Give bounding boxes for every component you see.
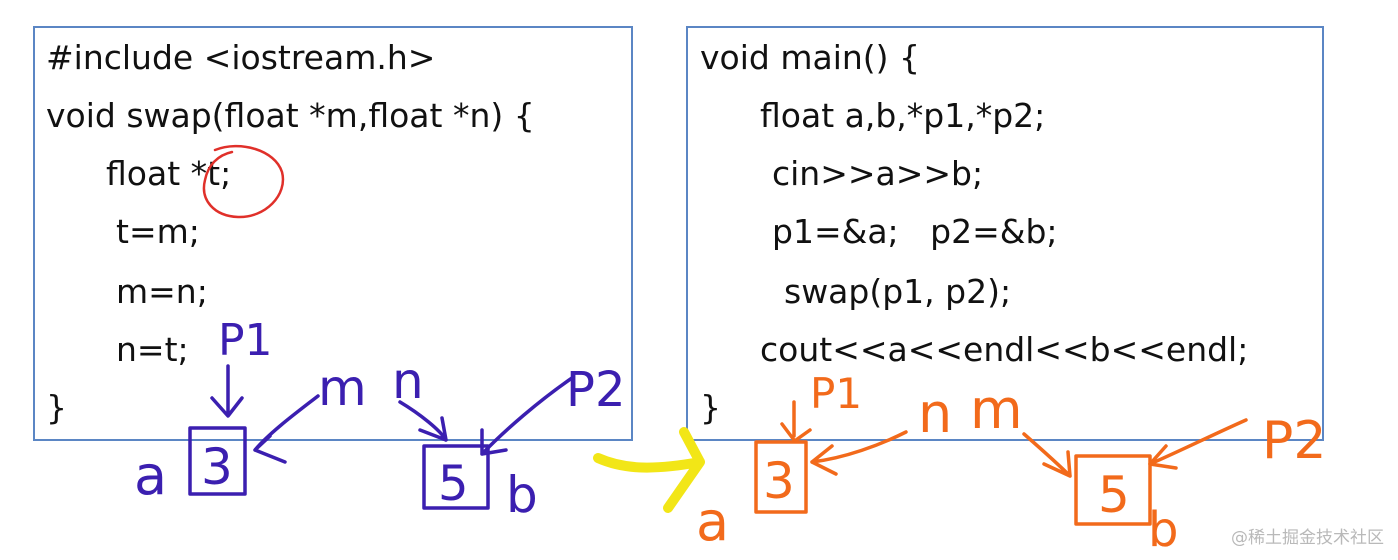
right-n-arrow — [810, 430, 908, 476]
left-m-arrow — [253, 394, 320, 464]
right-code-line-2: float a,b,*p1,*p2; — [760, 96, 1046, 135]
left-code-line-7: } — [46, 388, 67, 427]
right-label-n: n — [918, 382, 952, 445]
right-code-line-1: void main() { — [700, 38, 921, 77]
left-label-m: m — [318, 359, 367, 417]
left-n-arrow — [398, 400, 448, 442]
watermark: @稀土掘金技术社区 — [1231, 528, 1384, 548]
left-box-a — [188, 426, 247, 496]
right-box-a-value: 3 — [763, 452, 795, 510]
left-code-panel — [33, 26, 633, 441]
right-p1-arrow — [780, 400, 812, 442]
right-label-a: a — [696, 490, 729, 553]
right-label-m: m — [970, 378, 1023, 441]
right-box-b — [1074, 454, 1152, 526]
right-label-b: b — [1148, 502, 1178, 558]
right-code-line-6: cout<<a<<endl<<b<<endl; — [760, 330, 1249, 369]
right-box-a — [754, 440, 808, 514]
right-box-b-value: 5 — [1098, 466, 1130, 524]
left-p2-arrow — [480, 376, 574, 456]
left-p1-arrow — [210, 364, 244, 418]
left-box-b — [422, 444, 490, 510]
left-code-line-3: float *t; — [106, 154, 232, 193]
right-annotations — [754, 400, 1248, 526]
yellow-transition-arrow — [593, 427, 705, 513]
red-circle-mark — [202, 144, 285, 219]
left-code-line-4: t=m; — [116, 212, 200, 251]
right-code-panel — [686, 26, 1324, 441]
right-m-arrow — [1022, 432, 1072, 478]
right-code-line-3: cin>>a>>b; — [772, 154, 984, 193]
left-box-a-value: 3 — [201, 438, 233, 496]
left-label-n: n — [392, 352, 424, 410]
left-box-b-value: 5 — [438, 456, 469, 512]
right-code-line-7: } — [700, 388, 721, 427]
left-label-p2: P2 — [566, 362, 625, 418]
right-code-line-4: p1=&a; p2=&b; — [772, 212, 1058, 251]
right-label-p1: P1 — [810, 369, 862, 418]
left-annotations — [188, 364, 574, 510]
right-label-p2: P2 — [1262, 411, 1326, 471]
left-code-line-2: void swap(float *m,float *n) { — [46, 96, 535, 135]
left-code-line-1: #include <iostream.h> — [46, 38, 436, 77]
left-label-b: b — [506, 466, 538, 524]
left-code-line-6: n=t; — [116, 330, 189, 369]
left-label-a: a — [134, 444, 167, 507]
right-p2-arrow — [1148, 418, 1248, 470]
right-code-line-5: swap(p1, p2); — [784, 272, 1012, 311]
left-label-p1: P1 — [218, 315, 273, 366]
left-code-line-5: m=n; — [116, 272, 208, 311]
